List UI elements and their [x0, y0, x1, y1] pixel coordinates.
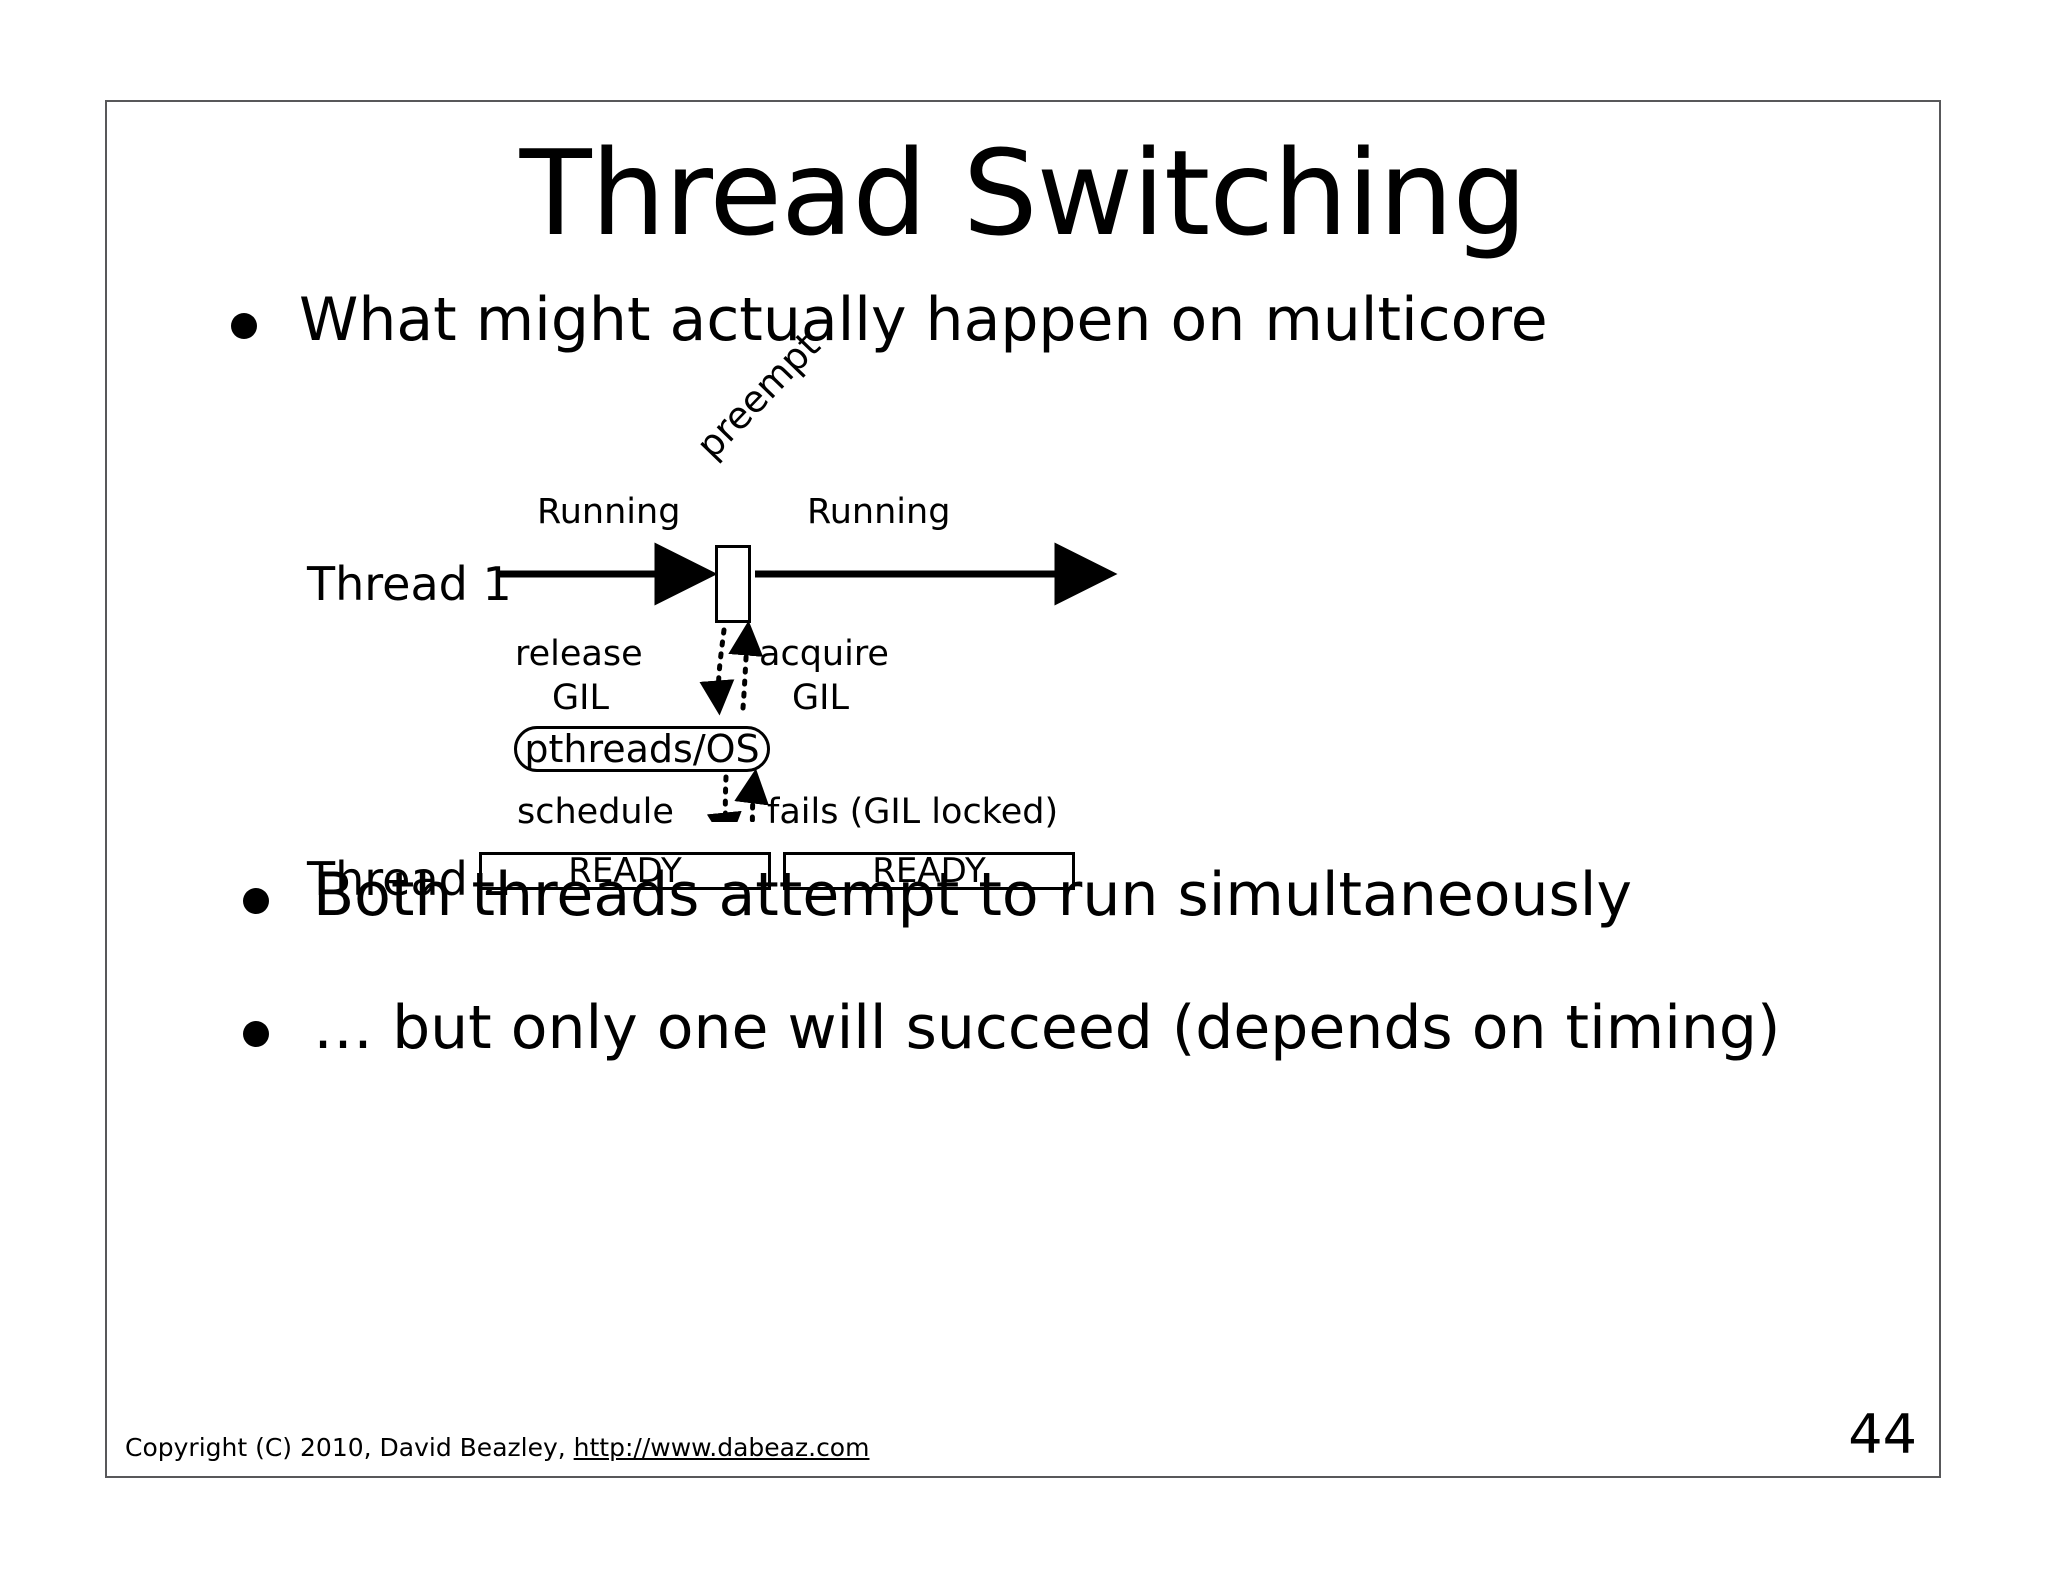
- running-label-2: Running: [807, 492, 951, 532]
- footer-copyright: Copyright (C) 2010, David Beazley, http:…: [125, 1433, 869, 1462]
- fails-gil-locked-label: fails (GIL locked): [767, 792, 1059, 832]
- schedule-label: schedule: [517, 792, 674, 832]
- release-gil-arrow: [699, 627, 735, 716]
- ready-label-2: READY: [872, 851, 986, 891]
- fails-gil-locked-arrow: [734, 768, 769, 822]
- release-gil-label: GIL: [552, 678, 609, 718]
- footer-url-link[interactable]: http://www.dabeaz.com: [573, 1433, 870, 1462]
- acquire-gil-label: GIL: [792, 678, 849, 718]
- thread2-ready-box-1: READY: [479, 851, 771, 891]
- bullet-item-1: What might actually happen on multicore: [231, 287, 1548, 353]
- footer-copyright-text: Copyright (C) 2010, David Beazley,: [125, 1433, 574, 1462]
- acquire-label: acquire: [759, 634, 889, 674]
- running-label-1: Running: [537, 492, 681, 532]
- pthreads-os-node: pthreads/OS: [514, 726, 770, 772]
- thread-2-label: Thread 2: [307, 852, 512, 906]
- bullet-label-3: … but only one will succeed (depends on …: [313, 993, 1781, 1063]
- page-title: Thread Switching: [519, 124, 1528, 262]
- page-number: 44: [1848, 1403, 1917, 1466]
- schedule-arrow: [706, 774, 742, 822]
- bullet-label-1: What might actually happen on multicore: [299, 285, 1548, 355]
- bullet-dot-icon: [243, 1021, 269, 1047]
- bullet-dot-icon: [243, 888, 269, 914]
- ready-label-1: READY: [568, 851, 682, 891]
- thread2-ready-box-2: READY: [783, 851, 1075, 891]
- bullet-label-2: Both threads attempt to run simultaneous…: [313, 860, 1632, 930]
- diagram-strokes: [497, 542, 1118, 822]
- thread-switching-diagram: Thread 1 Running Running preempt release…: [107, 324, 1943, 906]
- preempt-box: [715, 545, 751, 623]
- pthreads-os-label: pthreads/OS: [524, 727, 760, 771]
- thread-1-label: Thread 1: [307, 557, 512, 611]
- bullet-dot-icon: [231, 313, 257, 339]
- slide-canvas: Thread Switching What might actually hap…: [105, 100, 1941, 1478]
- bullet-item-2: Both threads attempt to run simultaneous…: [243, 862, 1632, 928]
- acquire-gil-arrow: [728, 620, 764, 711]
- bullet-item-3: … but only one will succeed (depends on …: [243, 995, 1780, 1061]
- release-label: release: [515, 634, 643, 674]
